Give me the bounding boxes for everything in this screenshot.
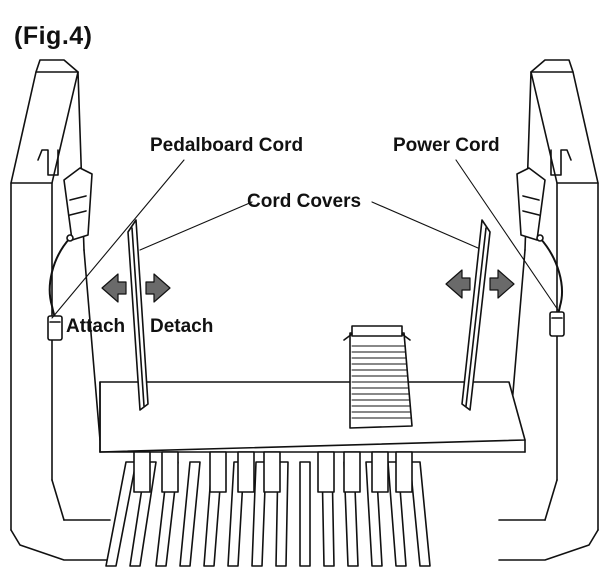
left-side-panel <box>10 59 111 561</box>
base-board <box>99 381 526 453</box>
pedalboard-cord <box>47 234 74 341</box>
right-cord-cover <box>461 219 491 411</box>
left-double-arrow-icon <box>101 273 171 303</box>
leader-lines <box>51 159 559 319</box>
figure-number: (Fig.4) <box>14 22 93 50</box>
left-cord-cover <box>127 219 149 411</box>
pedalboard-cord-label: Pedalboard Cord <box>150 135 304 156</box>
right-side-panel <box>498 59 599 561</box>
pedal-keys <box>105 451 431 567</box>
power-cord <box>536 234 565 337</box>
cord-covers-label: Cord Covers <box>247 191 362 212</box>
power-cord-label: Power Cord <box>393 135 500 156</box>
attach-label: Attach <box>66 316 126 337</box>
right-double-arrow-icon <box>445 269 515 299</box>
detach-label: Detach <box>150 316 214 337</box>
expression-pedal <box>343 325 413 429</box>
